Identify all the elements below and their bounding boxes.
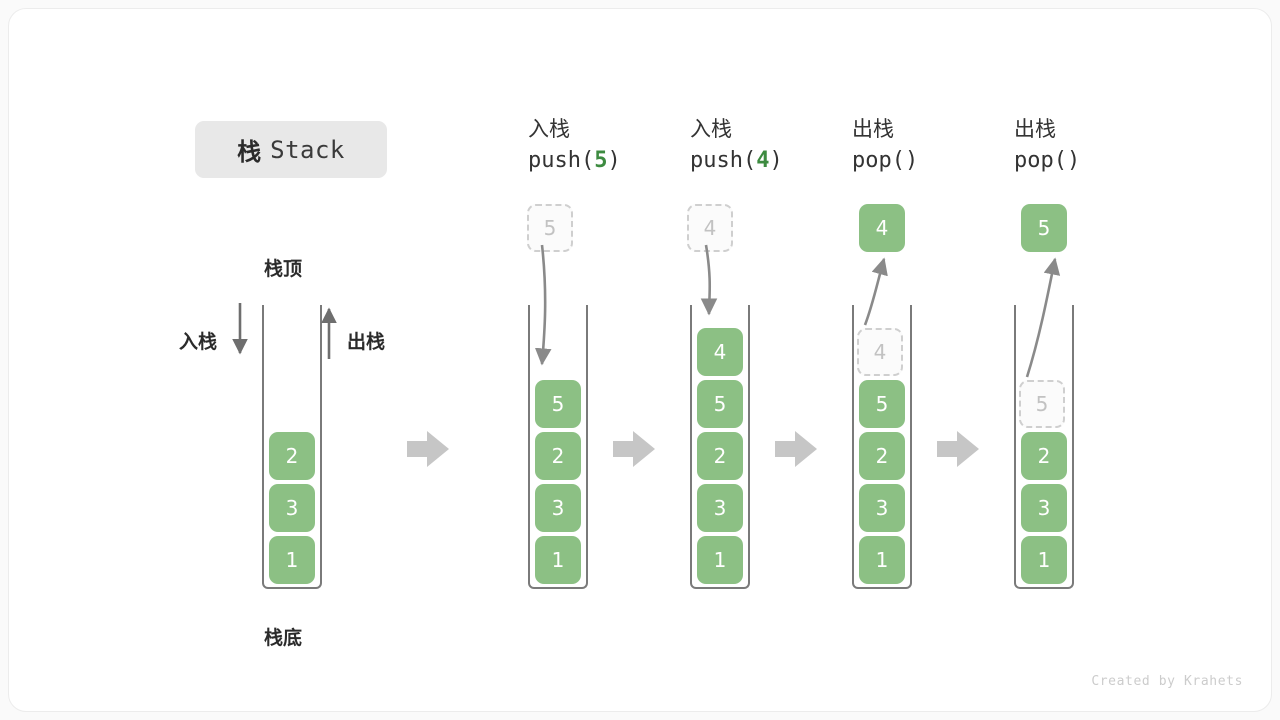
push-motion-arrow-icon [700, 244, 718, 316]
title-cjk: 栈 [237, 139, 262, 166]
stack-element: 1 [697, 536, 743, 584]
stack-container-pop-2 [1014, 305, 1074, 589]
stack-element: 5 [859, 380, 905, 428]
operation-argument: 5 [594, 148, 608, 173]
flow-arrow-icon [775, 431, 817, 467]
column-header-push-4: 入栈 push(4) [690, 115, 870, 177]
stack-top-label: 栈顶 [264, 259, 303, 280]
pop-direction-label: 出栈 [347, 332, 386, 353]
stack-element: 3 [697, 484, 743, 532]
flow-arrow-icon [613, 431, 655, 467]
stack-container-initial [262, 305, 322, 589]
column-header-pop-1: 出栈 pop() [852, 115, 1032, 177]
operation-label: 出栈 [852, 118, 894, 141]
title-badge: 栈 Stack [195, 121, 387, 178]
stack-element: 2 [269, 432, 315, 480]
push-direction-label: 入栈 [179, 332, 218, 353]
operation-label: 出栈 [1014, 118, 1056, 141]
operation-code: pop() [852, 148, 919, 173]
operation-label: 入栈 [528, 118, 570, 141]
credit-text: Created by Krahets [1091, 674, 1243, 689]
operation-code: push(5) [528, 148, 621, 173]
stack-container-pop-1 [852, 305, 912, 589]
stack-element: 4 [697, 328, 743, 376]
operation-code: push(4) [690, 148, 783, 173]
stack-element: 5 [535, 380, 581, 428]
incoming-element-ghost: 4 [687, 204, 733, 252]
stack-element: 3 [269, 484, 315, 532]
stack-element: 1 [269, 536, 315, 584]
popped-element: 4 [859, 204, 905, 252]
stack-element: 2 [697, 432, 743, 480]
operation-argument: 4 [756, 148, 770, 173]
stack-element: 3 [535, 484, 581, 532]
stack-element: 2 [1021, 432, 1067, 480]
stack-bottom-label: 栈底 [264, 628, 303, 649]
popped-element: 5 [1021, 204, 1067, 252]
stack-container-push-4 [690, 305, 750, 589]
removed-element-ghost: 4 [857, 328, 903, 376]
operation-label: 入栈 [690, 118, 732, 141]
stack-element: 1 [1021, 536, 1067, 584]
stack-element: 2 [535, 432, 581, 480]
stack-container-push-5 [528, 305, 588, 589]
operation-code: pop() [1014, 148, 1081, 173]
removed-element-ghost: 5 [1019, 380, 1065, 428]
incoming-element-ghost: 5 [527, 204, 573, 252]
column-header-push-5: 入栈 push(5) [528, 115, 708, 177]
stack-element: 1 [535, 536, 581, 584]
stack-element: 3 [859, 484, 905, 532]
stack-element: 2 [859, 432, 905, 480]
flow-arrow-icon [407, 431, 449, 467]
flow-arrow-icon [937, 431, 979, 467]
stack-element: 3 [1021, 484, 1067, 532]
title-latin: Stack [270, 135, 345, 164]
stack-element: 5 [697, 380, 743, 428]
stack-element: 1 [859, 536, 905, 584]
diagram-card: 栈 Stack 栈顶 入栈 出栈 2 3 1 栈底 入栈 push(5) 5 5… [8, 8, 1272, 712]
column-header-pop-2: 出栈 pop() [1014, 115, 1194, 177]
